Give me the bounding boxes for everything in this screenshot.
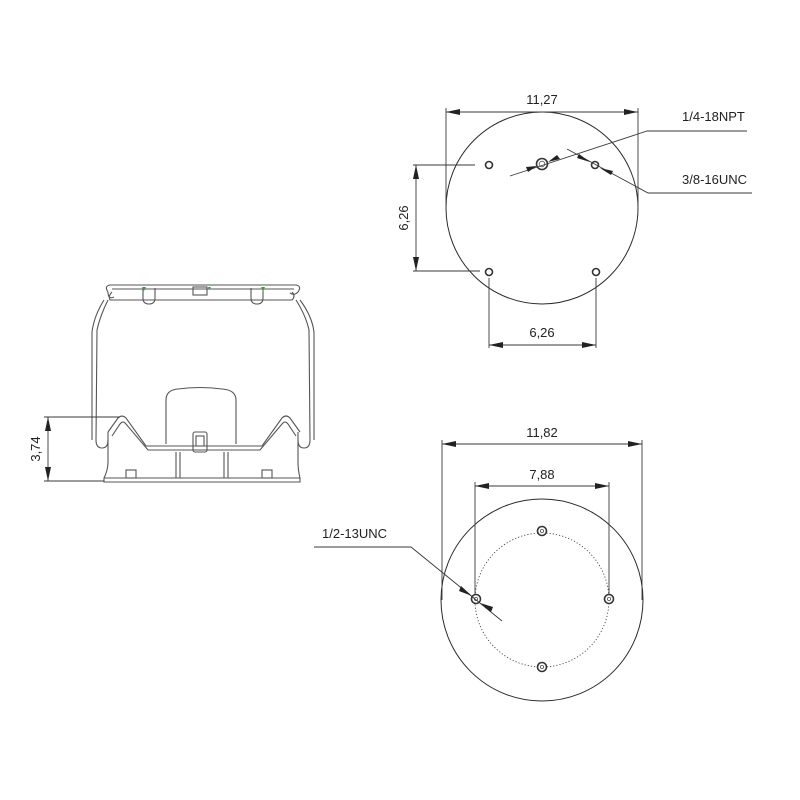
- dimension-label: 6,26: [396, 205, 411, 230]
- top-bead-plate: [105, 284, 301, 301]
- piston-base-outline: [440, 498, 644, 702]
- top-plate-outline: [445, 111, 639, 305]
- dimension-side-height: 3,74: [28, 416, 120, 482]
- callout-mounting-stud: 3/8-16UNC: [566, 148, 752, 194]
- callout-bolt-hole: 1/2-13UNC: [314, 526, 503, 622]
- bottom-view: 11,82 7,88 1/2-13UNC: [314, 425, 644, 702]
- callout-label: 1/4-18NPT: [682, 109, 745, 124]
- dimension-label: 11,27: [526, 92, 558, 107]
- mounting-hole: [484, 267, 494, 277]
- mounting-hole: [484, 160, 494, 170]
- dimension-label: 11,82: [526, 425, 558, 440]
- bolt-circle: [474, 532, 610, 668]
- callout-label: 3/8-16UNC: [682, 172, 747, 187]
- dimension-bottom-diameter: 11,82: [441, 425, 643, 600]
- dimension-label: 3,74: [28, 436, 43, 461]
- dimension-label: 7,88: [529, 467, 554, 482]
- top-view: 11,27 6,26 6,26: [396, 92, 752, 348]
- side-view: 3,74: [28, 284, 315, 483]
- mounting-hole: [591, 267, 601, 277]
- center-cap: [165, 386, 237, 444]
- dimension-bolt-circle: 7,88: [474, 467, 610, 598]
- dimension-top-hole-vertical: 6,26: [396, 164, 480, 272]
- dimension-top-diameter: 11,27: [445, 92, 639, 208]
- callout-label: 1/2-13UNC: [322, 526, 387, 541]
- callout-air-fitting: 1/4-18NPT: [509, 109, 747, 177]
- dimension-label: 6,26: [529, 325, 554, 340]
- bellows-outline: [91, 299, 109, 449]
- dimension-top-hole-horizontal: 6,26: [488, 278, 597, 348]
